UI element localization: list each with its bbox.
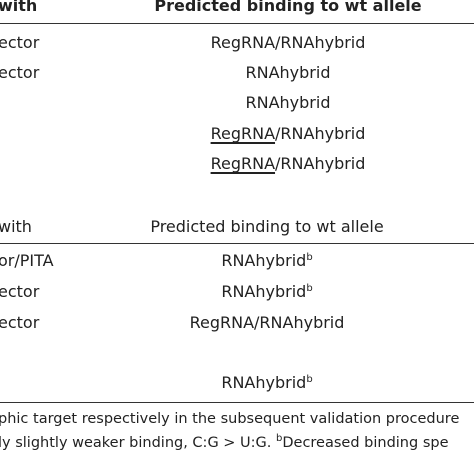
table2-header-rule	[0, 243, 474, 244]
footnote-line2: ly slightly weaker binding, C:G > U:G. b…	[0, 433, 449, 452]
table1-row4-right: RegRNA/RNAhybrid	[211, 124, 366, 144]
table2-header-right: Predicted binding to wt allele	[150, 217, 384, 236]
table1-header-rule	[0, 23, 474, 24]
table2-bottom-rule	[0, 402, 474, 403]
row4-rest: /RNAhybrid	[275, 124, 366, 143]
table2-row1-right: RNAhybridb	[221, 251, 313, 270]
footnote-b-sup: b	[306, 374, 313, 385]
table2-row3-left: ector	[0, 313, 40, 332]
table1-row1-right: RegRNA/RNAhybrid	[210, 33, 366, 52]
footnote-b-marker: b	[276, 433, 283, 444]
table2-row1-left: or/PITA	[0, 251, 54, 270]
table2-row3-right: RegRNA/RNAhybrid	[189, 313, 345, 332]
table2-row4-right: RNAhybridb	[221, 373, 313, 392]
table1-header-left: with	[0, 0, 38, 15]
table1-header-right: Predicted binding to wt allele	[154, 0, 422, 15]
footnote-line1: phic target respectively in the subseque…	[0, 411, 460, 427]
row5-rest: /RNAhybrid	[275, 154, 366, 173]
table1-row1-left: ector	[0, 33, 40, 52]
table1-row3-right: RNAhybrid	[245, 93, 331, 112]
table1-row2-left: ector	[0, 63, 40, 82]
regrna-underlined: RegRNA	[210, 154, 276, 173]
footnote-b-sup: b	[306, 283, 313, 294]
table2-row2-left: ector	[0, 282, 40, 301]
table1-row2-right: RNAhybrid	[245, 63, 331, 82]
regrna-underlined: RegRNA	[210, 124, 276, 143]
table2-header-left: with	[0, 217, 32, 236]
table2-row2-right: RNAhybridb	[221, 282, 313, 301]
table1-row5-right: RegRNA/RNAhybrid	[211, 154, 366, 174]
footnote-b-sup: b	[306, 252, 313, 263]
